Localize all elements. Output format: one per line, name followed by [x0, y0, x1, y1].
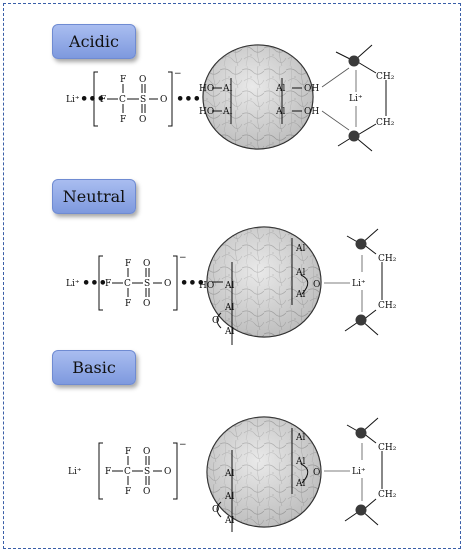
interaction-dots: ••• [82, 276, 107, 291]
particle-shading [203, 45, 313, 149]
fluorine-atom: F [125, 259, 131, 269]
oxygen-atom: O [164, 467, 171, 477]
anion-charge: − [174, 69, 182, 79]
lithium-ion: Li⁺ [66, 95, 80, 105]
aluminum-site: Al [295, 244, 305, 254]
fluorine-atom: F [105, 279, 111, 289]
aluminum-site: Al [295, 479, 305, 489]
fluorine-atom: F [125, 447, 131, 457]
lithium-ion: Li⁺ [68, 467, 82, 477]
fluorine-atom: F [120, 75, 126, 85]
aluminum-site: Al [275, 107, 285, 117]
aluminum-site: Al [222, 84, 232, 94]
oxygen-atom: O [143, 259, 150, 269]
aluminum-site: Al [295, 457, 305, 467]
aluminum-site: Al [224, 516, 234, 526]
bridging-oxygen: O [212, 316, 219, 326]
aluminum-site: Al [295, 268, 305, 278]
methylene-group: CH₂ [376, 118, 395, 128]
aluminum-site: Al [275, 84, 285, 94]
anion-charge: − [179, 440, 187, 450]
anion-bracket [93, 71, 173, 127]
coordinated-lithium: Li⁺ [352, 467, 366, 477]
anion-bracket [98, 255, 178, 311]
hydroxyl-group: HO [199, 84, 214, 94]
coordinated-lithium: Li⁺ [352, 279, 366, 289]
anion-charge: − [179, 253, 187, 263]
ether-oxygen-node [355, 427, 367, 439]
methylene-group: CH₂ [378, 254, 397, 264]
ether-oxygen-node [355, 314, 367, 326]
interaction-dots: ••• [80, 92, 105, 107]
oxygen-atom: O [160, 95, 167, 105]
neutral-label: Neutral [52, 179, 136, 214]
interaction-dots: ••• [180, 276, 205, 291]
ether-oxygen-node [355, 504, 367, 516]
oxygen-atom: O [143, 487, 150, 497]
oxygen-atom: O [143, 447, 150, 457]
oxygen-atom: O [139, 75, 146, 85]
bridging-oxygen: O [313, 280, 320, 290]
acidic-label: Acidic [52, 24, 136, 59]
sulfur-atom: S [144, 467, 150, 477]
hydroxyl-group: HO [199, 281, 214, 291]
methylene-group: CH₂ [378, 443, 397, 453]
lithium-ion: Li⁺ [66, 279, 80, 289]
bridging-oxygen: O [212, 505, 219, 515]
carbon-atom: C [119, 95, 126, 105]
neutral-panel: Li⁺ ••• F C F F S O O O − ••• [66, 226, 397, 345]
carbon-atom: C [124, 467, 131, 477]
carbon-atom: C [124, 279, 131, 289]
ether-oxygen-node [355, 238, 367, 250]
sulfur-atom: S [140, 95, 146, 105]
interaction-dots: ••• [176, 92, 201, 107]
fluorine-atom: F [100, 95, 106, 105]
bridging-oxygen: O [313, 468, 320, 478]
hydroxyl-group: OH [304, 84, 319, 94]
methylene-group: CH₂ [378, 301, 397, 311]
fluorine-atom: F [105, 467, 111, 477]
ether-oxygen-node [348, 130, 360, 142]
aluminum-site: Al [224, 327, 234, 337]
basic-panel: Li⁺ F C F F S O O O − A [68, 416, 397, 532]
oxygen-atom: O [139, 115, 146, 125]
sulfur-atom: S [144, 279, 150, 289]
anion-bracket [98, 442, 178, 500]
aluminum-site: Al [224, 281, 234, 291]
aluminum-site: Al [295, 433, 305, 443]
oxygen-atom: O [164, 279, 171, 289]
aluminum-site: Al [295, 290, 305, 300]
fluorine-atom: F [125, 299, 131, 309]
hydroxyl-group: HO [199, 107, 214, 117]
aluminum-site: Al [222, 107, 232, 117]
oxygen-atom: O [143, 299, 150, 309]
coordinated-lithium: Li⁺ [349, 94, 363, 104]
hydroxyl-group: OH [304, 107, 319, 117]
aluminum-site: Al [224, 303, 234, 313]
aluminum-site: Al [224, 492, 234, 502]
aluminum-site: Al [224, 469, 234, 479]
basic-label: Basic [52, 350, 136, 385]
ether-oxygen-node [348, 55, 360, 67]
methylene-group: CH₂ [376, 72, 395, 82]
acidic-panel: Li⁺ ••• F C F F S O O O − ••• [66, 44, 395, 152]
fluorine-atom: F [125, 487, 131, 497]
methylene-group: CH₂ [378, 490, 397, 500]
fluorine-atom: F [120, 115, 126, 125]
